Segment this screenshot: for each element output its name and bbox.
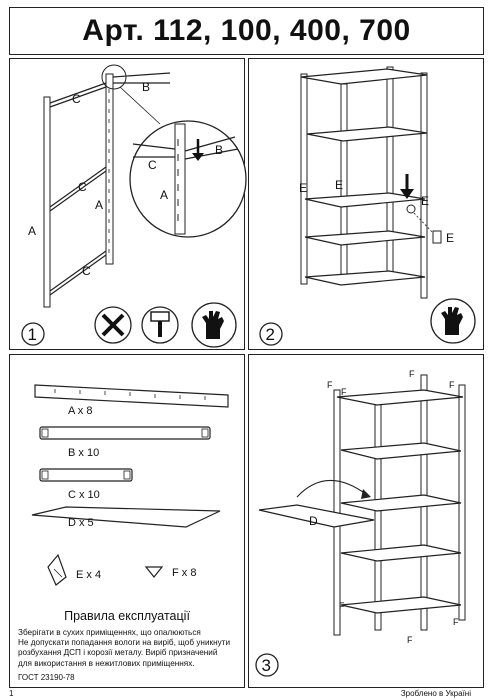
glove-icon — [430, 298, 476, 344]
part-c-shape — [39, 468, 133, 482]
rules-line: Не допускати попадання вологи на виріб, … — [18, 638, 231, 648]
step-number-badge — [259, 322, 283, 346]
label-b: B — [215, 143, 223, 157]
label-a: A — [160, 188, 168, 202]
glove-icon — [191, 302, 237, 348]
part-a-shape — [34, 384, 229, 408]
parts-illustration — [31, 384, 229, 586]
step-number: 1 — [28, 325, 37, 344]
step-number: 2 — [266, 325, 275, 344]
part-a-label: A x 8 — [68, 405, 93, 417]
page-number: 1 — [9, 689, 14, 698]
label-f: F — [407, 635, 413, 645]
label-e: E — [421, 194, 429, 208]
label-f: F — [327, 380, 333, 390]
title-frame: Арт. 112, 100, 400, 700 — [9, 7, 484, 55]
rules-line: розбухання ДСП і корозії металу. Виріб п… — [18, 648, 218, 658]
page-title: Арт. 112, 100, 400, 700 — [82, 14, 411, 47]
step-2-illustration: E E E E 2 — [259, 66, 476, 346]
part-f-icon — [144, 566, 164, 578]
label-b: B — [142, 80, 150, 94]
rules-line: Зберігати в сухих приміщеннях, що опалюю… — [18, 628, 201, 637]
label-a: A — [28, 224, 36, 238]
part-d-shape — [31, 506, 221, 528]
rules-title: Правила експлуатації — [64, 609, 190, 623]
detail-zoom-circle — [129, 120, 247, 238]
step-2-panel: E E E E 2 — [248, 58, 484, 350]
label-f: F — [339, 601, 345, 611]
no-tools-icon — [94, 306, 132, 344]
label-f: F — [453, 617, 459, 627]
down-arrow-icon — [192, 139, 204, 161]
label-c: C — [148, 158, 157, 172]
upright-a-right — [105, 73, 114, 265]
step-number-badge — [255, 653, 279, 677]
panel-d-shape — [258, 504, 375, 528]
label-f: F — [409, 369, 415, 379]
label-f: F — [341, 387, 347, 397]
parts-panel: A x 8 B x 10 C x 10 D x 5 E x 4 F x 8 Пр… — [9, 354, 245, 688]
step-number: 3 — [262, 656, 271, 675]
insert-arrow-icon — [296, 479, 368, 498]
step-3-panel: D F F F F F F F 3 — [248, 354, 484, 688]
shelves — [336, 389, 464, 614]
part-e-icon — [47, 553, 67, 586]
part-c-label: C x 10 — [68, 489, 100, 501]
made-in-label: Зроблено в Україні — [400, 689, 471, 698]
part-e-label: E x 4 — [76, 569, 102, 581]
part-f-label: F x 8 — [172, 567, 197, 579]
step-3-illustration: D F F F F F F F 3 — [255, 369, 466, 677]
part-d-label: D x 5 — [68, 517, 94, 529]
down-arrow-icon — [400, 174, 414, 199]
label-c: C — [82, 264, 91, 278]
step-1-panel: A A A B B C C C C 1 — [9, 58, 247, 350]
step-1-illustration: A A A B B C C C C 1 — [21, 64, 247, 348]
rules-text: Зберігати в сухих приміщеннях, що опалюю… — [18, 628, 242, 669]
part-b-shape — [39, 426, 211, 440]
label-e: E — [446, 231, 454, 245]
label-e: E — [299, 181, 307, 195]
label-c: C — [72, 92, 81, 106]
detail-marker-circle — [101, 64, 127, 90]
connector-e-icon — [432, 230, 442, 244]
label-a: A — [95, 198, 103, 212]
label-c: C — [78, 180, 87, 194]
step-number-badge — [21, 322, 45, 346]
label-e: E — [335, 178, 343, 192]
label-f: F — [449, 380, 455, 390]
mallet-icon — [141, 306, 179, 344]
gost-standard: ГОСТ 23190-78 — [18, 673, 75, 682]
rules-line: для використання в нежитлових приміщення… — [18, 658, 195, 668]
part-b-label: B x 10 — [68, 447, 100, 459]
shelves — [300, 68, 428, 286]
label-d: D — [309, 514, 318, 528]
upright-a-left — [43, 96, 51, 308]
